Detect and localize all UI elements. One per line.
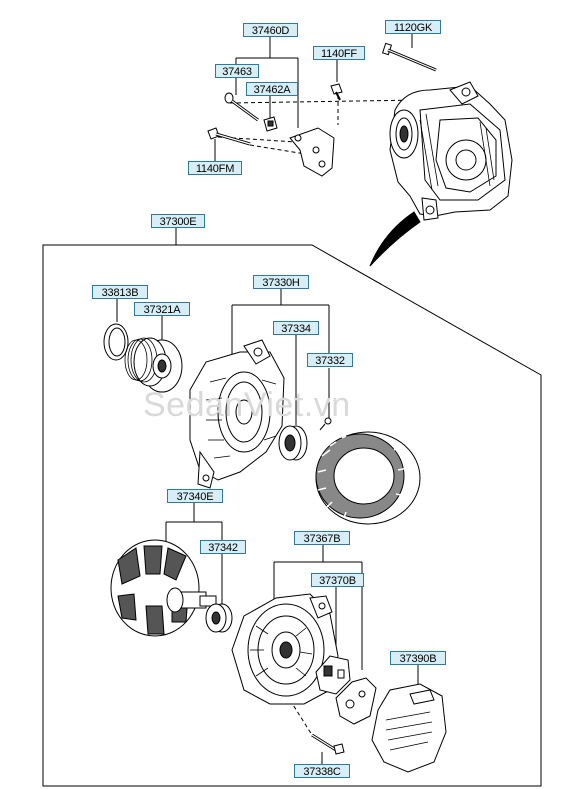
stator xyxy=(315,431,421,525)
screw-37332 xyxy=(319,417,332,431)
part-label-1120gk[interactable]: 1120GK xyxy=(385,20,441,34)
part-label-37462a[interactable]: 37462A xyxy=(246,82,298,96)
part-label-37367b[interactable]: 37367B xyxy=(294,531,350,545)
alternator-assembled xyxy=(389,81,513,221)
regulator-37370b xyxy=(315,655,351,695)
part-label-1140fm[interactable]: 1140FM xyxy=(188,161,242,175)
bolt-37463 xyxy=(224,92,259,122)
o-ring-33813b xyxy=(103,323,129,361)
bolt-37338c xyxy=(311,733,345,755)
nut-37462a xyxy=(263,116,278,132)
part-label-37390b[interactable]: 37390B xyxy=(390,651,446,665)
part-label-37463[interactable]: 37463 xyxy=(215,64,259,78)
bolt-1140ff xyxy=(330,83,343,101)
part-label-37342[interactable]: 37342 xyxy=(200,540,246,554)
part-label-37330h[interactable]: 37330H xyxy=(253,275,309,289)
pulley-37321a xyxy=(124,337,183,393)
bearing-37334 xyxy=(278,425,308,461)
rear-cover-37390b xyxy=(371,683,447,773)
part-label-37340e[interactable]: 37340E xyxy=(167,489,223,503)
bracket-37460d xyxy=(289,127,335,177)
part-label-37300e[interactable]: 37300E xyxy=(151,214,205,228)
rotor-37340e xyxy=(110,539,217,637)
bolt-1140fm xyxy=(207,127,251,146)
rear-housing-37367b xyxy=(231,593,339,705)
bearing-37342 xyxy=(205,603,233,633)
part-label-1140ff[interactable]: 1140FF xyxy=(313,46,365,60)
part-label-37370b[interactable]: 37370B xyxy=(311,573,364,587)
part-label-37334[interactable]: 37334 xyxy=(273,321,319,335)
part-label-37321a[interactable]: 37321A xyxy=(134,302,190,316)
assembly-outline xyxy=(42,244,542,787)
front-housing-37330h xyxy=(189,339,285,489)
bolt-1120gk xyxy=(381,42,437,72)
part-label-37332[interactable]: 37332 xyxy=(307,353,353,367)
part-label-37460d[interactable]: 37460D xyxy=(243,23,298,37)
assembly-arrow xyxy=(369,211,421,267)
part-label-37338c[interactable]: 37338C xyxy=(294,764,350,778)
part-label-33813b[interactable]: 33813B xyxy=(92,285,148,299)
rectifier xyxy=(335,677,377,725)
